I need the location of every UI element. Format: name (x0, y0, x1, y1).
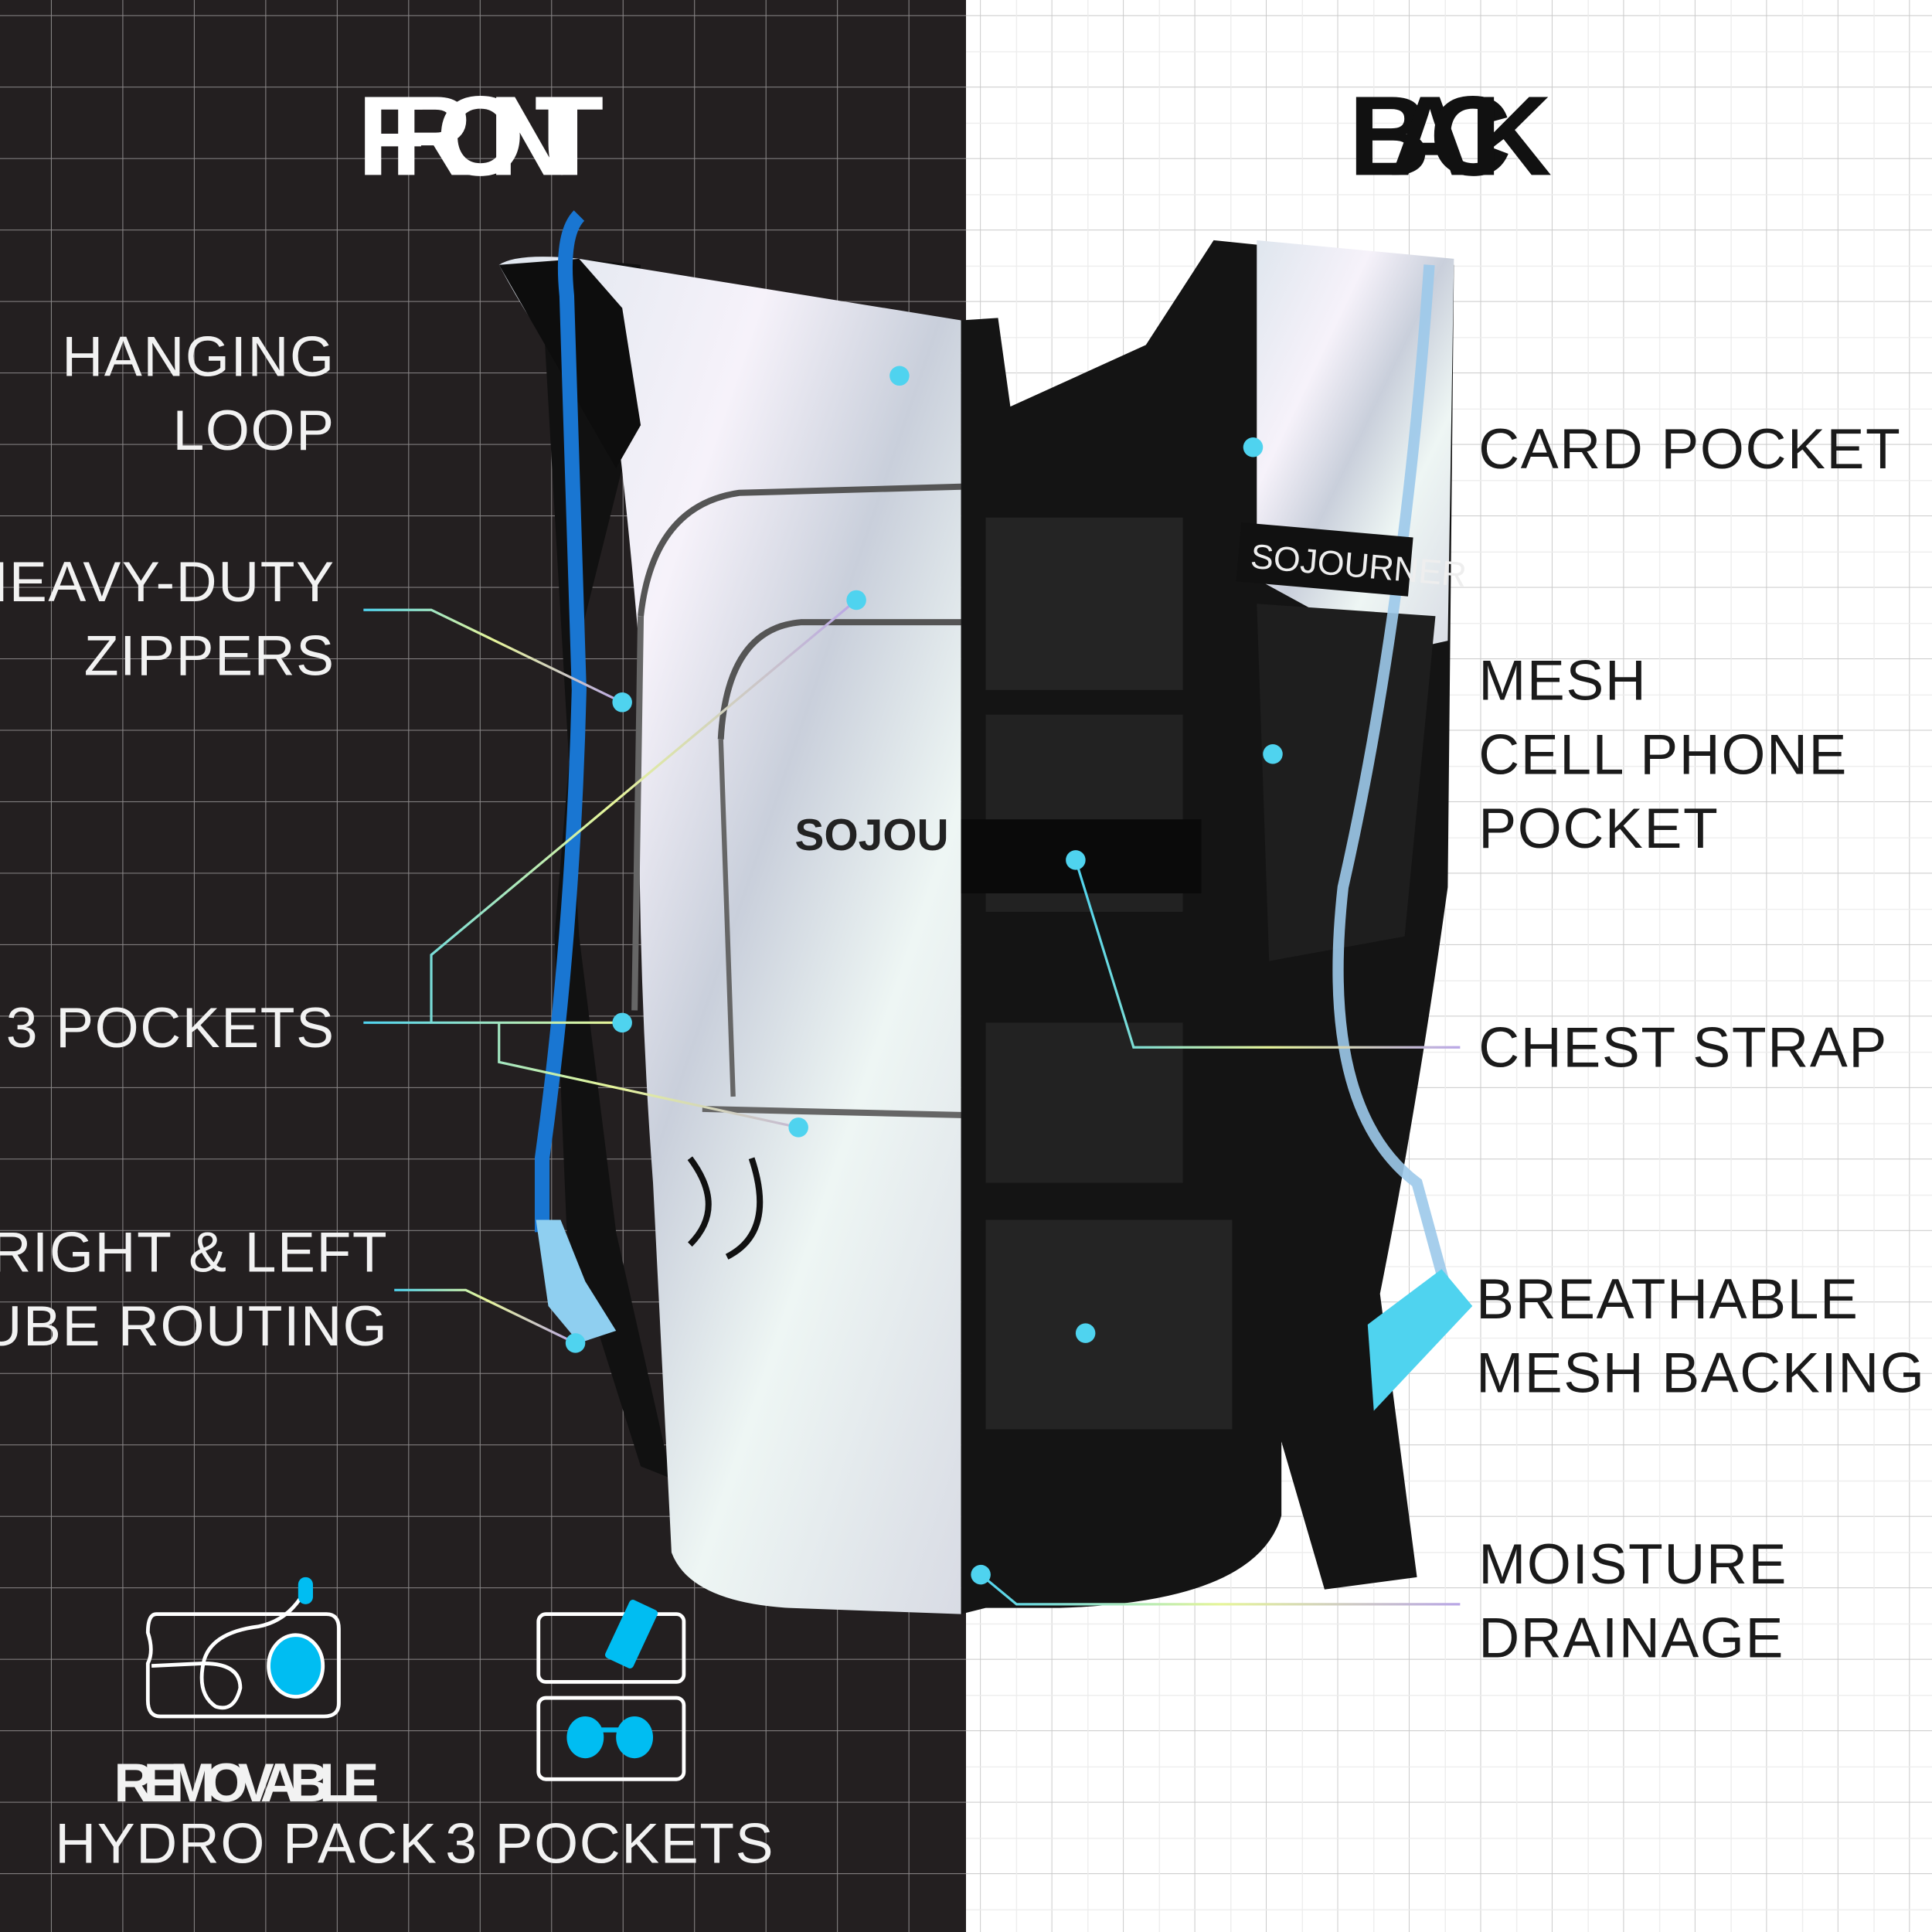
callout-chest-strap: CHEST STRAP (1066, 850, 1888, 1080)
pockets-icon (536, 1600, 686, 1781)
svg-text:MESH: MESH (1478, 649, 1647, 713)
svg-text:HANGING: HANGING (62, 325, 335, 388)
callout-pockets-front: 3 POCKETS (6, 590, 866, 1138)
back-title: BACK (1349, 73, 1552, 199)
svg-text:CHEST STRAP: CHEST STRAP (1478, 1016, 1888, 1080)
svg-text:ZIPPERS: ZIPPERS (84, 624, 335, 688)
svg-text:TUBE ROUTING: TUBE ROUTING (0, 1294, 388, 1358)
callout-hanging-loop: HANGING LOOP (62, 325, 910, 462)
svg-text:RIGHT & LEFT: RIGHT & LEFT (0, 1220, 388, 1284)
front-brand-text: SOJOU (794, 811, 948, 860)
callout-drainage: MOISTURE DRAINAGE (971, 1532, 1787, 1669)
feature-subtitle-3-pockets: 3 POCKETS (445, 1812, 774, 1876)
feature-title-removable: REMOVABLE (114, 1752, 379, 1813)
svg-text:3 POCKETS: 3 POCKETS (6, 996, 335, 1060)
svg-text:POCKET: POCKET (1478, 797, 1719, 860)
callout-zippers: HEAVY-DUTY ZIPPERS (0, 550, 632, 713)
drinking-tube (534, 210, 587, 1233)
svg-text:DRAINAGE: DRAINAGE (1478, 1606, 1784, 1669)
svg-text:HEAVY-DUTY: HEAVY-DUTY (0, 550, 335, 614)
hydration-bladder-icon (145, 1577, 341, 1719)
callout-mesh-pocket: MESH CELL PHONE POCKET (1263, 649, 1848, 860)
sunglasses-icon (566, 1716, 654, 1759)
callout-card-pocket: CARD POCKET (1243, 417, 1901, 481)
svg-text:BREATHABLE: BREATHABLE (1476, 1267, 1859, 1331)
callout-mesh-backing: BREATHABLE MESH BACKING (1075, 1267, 1925, 1405)
svg-text:MOISTURE: MOISTURE (1478, 1532, 1787, 1596)
svg-text:MESH BACKING: MESH BACKING (1476, 1342, 1925, 1405)
feature-subtitle-hydro-pack: HYDRO PACK (55, 1812, 437, 1876)
svg-text:CELL PHONE: CELL PHONE (1478, 723, 1848, 786)
phone-icon (605, 1600, 658, 1668)
svg-text:LOOP: LOOP (173, 399, 335, 462)
callout-tube-routing: RIGHT & LEFT TUBE ROUTING (0, 1220, 586, 1358)
svg-text:CARD POCKET: CARD POCKET (1478, 417, 1901, 481)
front-title: FRONT (357, 73, 604, 199)
front-backpack-image (498, 210, 961, 1614)
